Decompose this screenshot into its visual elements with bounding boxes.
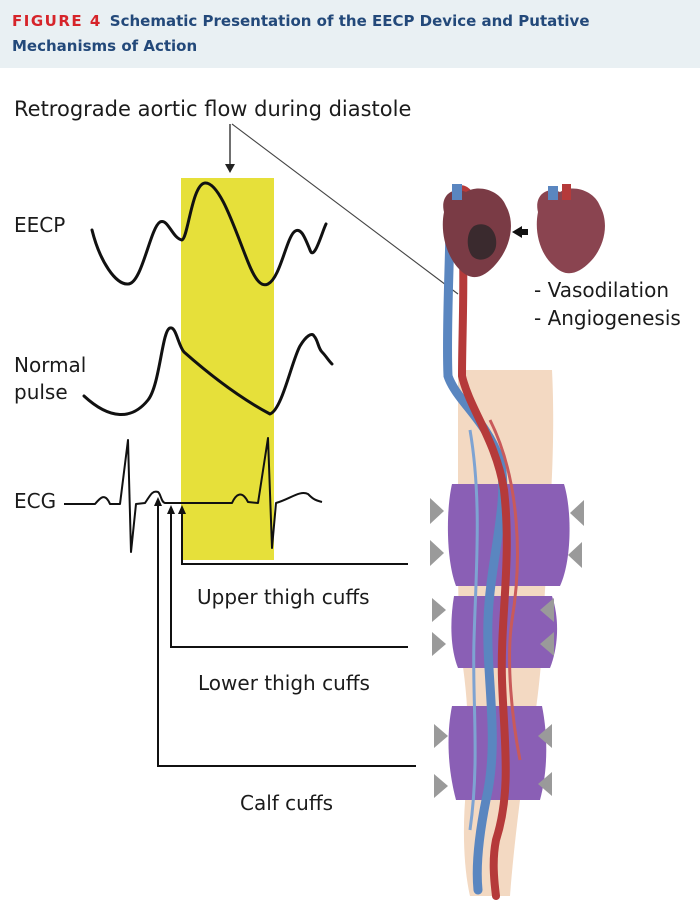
pressure-arrow (540, 632, 554, 656)
pressure-arrow (570, 500, 584, 526)
calf-timing-line (157, 504, 416, 767)
annotation-arrow-head (225, 164, 235, 173)
eecp-trace-label: EECP (14, 213, 65, 237)
vein-branch (468, 429, 479, 831)
heart-vessel-stub (452, 184, 462, 200)
ecg-trace-label: ECG (14, 489, 56, 513)
heart-after-artery (562, 184, 571, 200)
lower-thigh-timing-line (170, 512, 408, 648)
eecp-diagram: Retrograde aortic flow during diastole E… (14, 97, 681, 900)
figure-label: FIGURE 4 (12, 12, 102, 30)
pressure-arrow (538, 772, 552, 796)
cuff-pressure-arrows (430, 498, 584, 798)
artery-vessel (456, 196, 511, 900)
calf-cuff (448, 706, 547, 800)
vein-vessel (442, 215, 508, 895)
heart-pointer-line (231, 123, 459, 295)
lower-thigh-arrowhead (167, 505, 175, 514)
figure-title: Schematic Presentation of the EECP Devic… (12, 12, 590, 55)
normal-trace-label-1: Normal (14, 353, 86, 377)
pressure-arrow (538, 724, 552, 748)
heart-after-shape (536, 188, 605, 274)
lower-thigh-cuffs-label: Lower thigh cuffs (198, 671, 370, 695)
upper-thigh-cuffs-label: Upper thigh cuffs (197, 585, 370, 609)
pressure-arrow (540, 598, 554, 622)
eecp-waveform (90, 181, 328, 287)
heart-after-vessel (548, 186, 558, 200)
normal-pulse-waveform (82, 326, 334, 416)
pressure-arrow (434, 774, 448, 798)
pressure-arrow (568, 542, 582, 568)
calf-cuffs-label: Calf cuffs (240, 791, 333, 815)
heart-before-icon (442, 184, 511, 278)
ecg-waveform (64, 437, 323, 553)
upper-thigh-arrowhead (178, 505, 186, 514)
pressure-arrow (432, 598, 446, 622)
retrograde-flow-label: Retrograde aortic flow during diastole (14, 97, 411, 121)
normal-trace-label-2: pulse (14, 380, 68, 404)
heart-transition-arrow (512, 226, 528, 238)
calf-arrowhead (154, 497, 162, 506)
heart-infarct-region (467, 224, 497, 260)
heart-after-icon (536, 184, 605, 274)
pressure-arrow (430, 540, 444, 566)
effect-angiogenesis: - Angiogenesis (534, 306, 681, 330)
pressure-arrow (430, 498, 444, 524)
pressure-arrow (434, 724, 448, 748)
effect-vasodilation: - Vasodilation (534, 278, 669, 302)
upper-thigh-timing-line (181, 512, 408, 565)
artery-branch (488, 419, 522, 761)
pressure-arrow (432, 632, 446, 656)
